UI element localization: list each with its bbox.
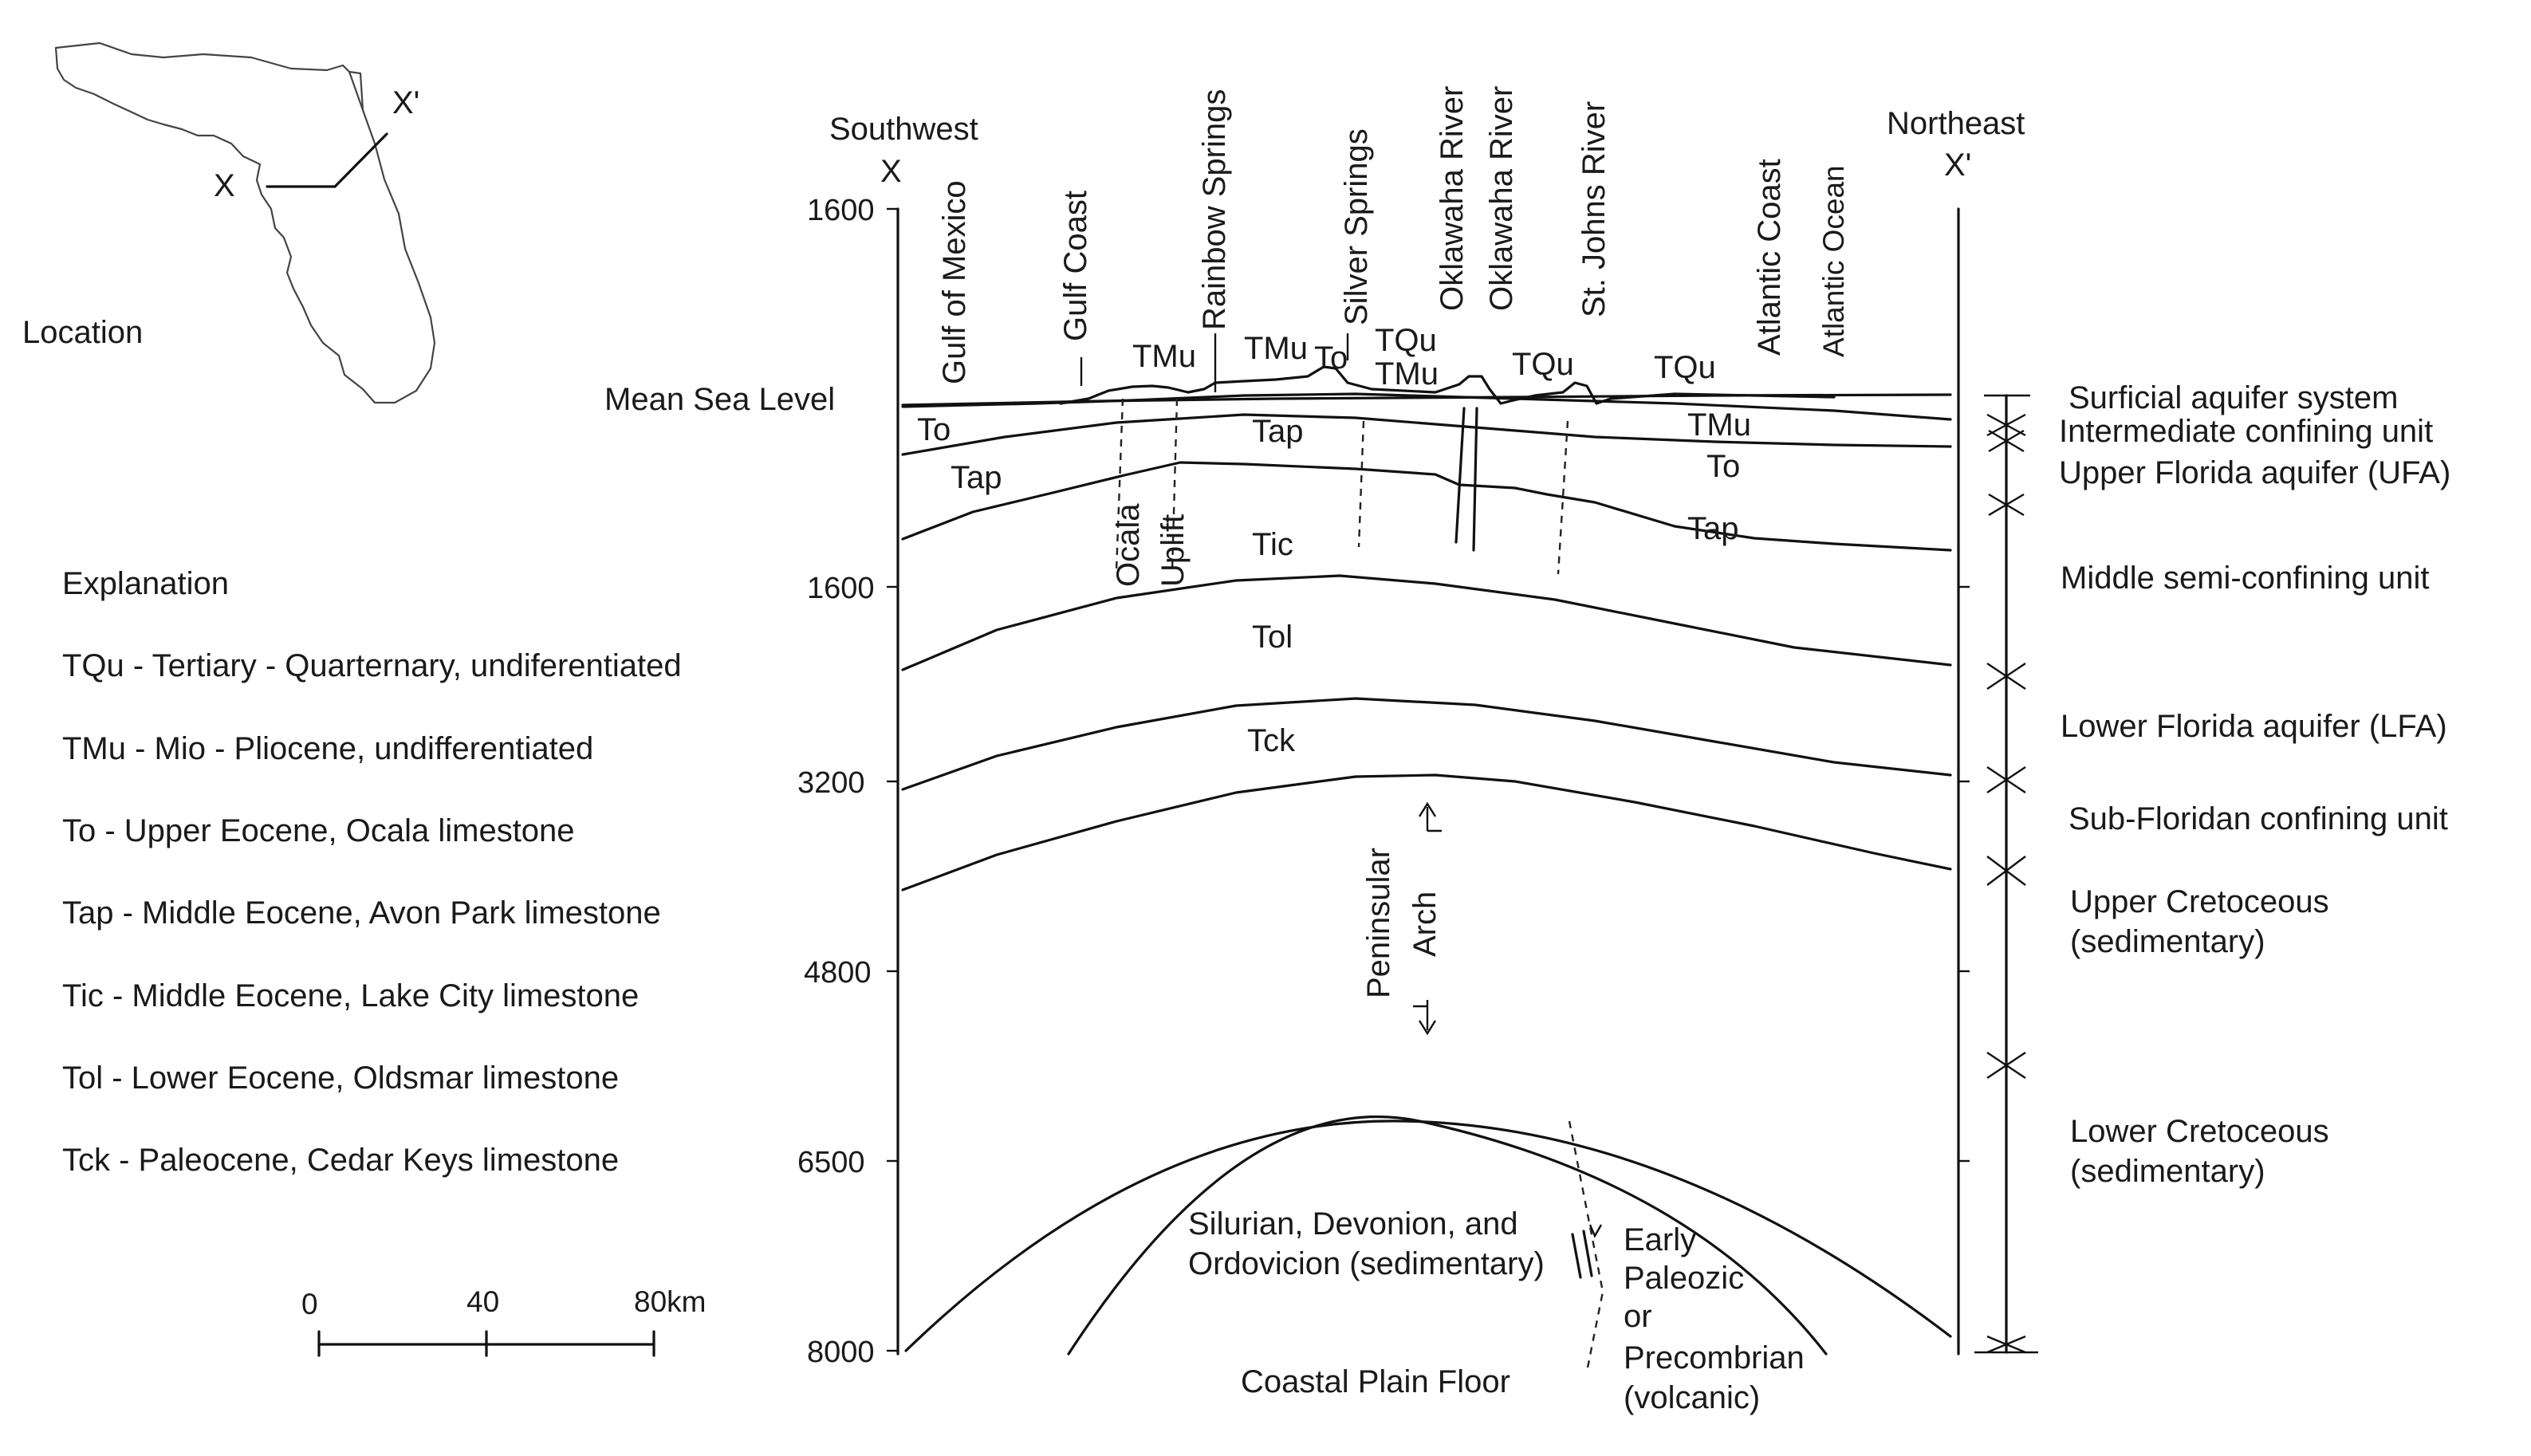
hydro-unit-label: Middle semi-confining unit (2061, 561, 2429, 596)
explanation-item: To - Upper Eocene, Ocala limestone (62, 813, 575, 848)
coastal-plain-floor-label: Coastal Plain Floor (1241, 1364, 1510, 1399)
contact-to-tap (901, 413, 1952, 456)
feature-label: Gulf Coast (1058, 191, 1093, 341)
location-inset: X X' Location (22, 41, 436, 404)
hydro-unit-label: Lower Florida aquifer (LFA) (2061, 709, 2447, 744)
unit-label: To (1314, 340, 1348, 376)
hydro-unit-label: Lower Cretoceous (2070, 1114, 2329, 1149)
direction-southwest: Southwest (829, 112, 978, 147)
explanation-item: TQu - Tertiary - Quarternary, undiferent… (62, 648, 682, 683)
early-paleozoic-label: Precombrian (1624, 1340, 1805, 1375)
hydro-unit-label: Intermediate confining unit (2059, 414, 2433, 449)
depth-tick-label: 1600 (807, 572, 875, 605)
unit-boundary-marks (1974, 394, 2038, 1354)
hydro-unit-label: (sedimentary) (2070, 1154, 2265, 1189)
cross-section: 1600 1600 3200 4800 6500 8000 (604, 86, 2450, 1415)
basement-arc-outer (904, 1120, 1952, 1352)
scale-tick-label: 80km (634, 1285, 706, 1318)
florida-outline (54, 41, 436, 404)
hydro-unit-label: Upper Florida aquifer (UFA) (2059, 455, 2450, 490)
contact-tic-tol (901, 574, 1952, 671)
explanation-title: Explanation (62, 566, 229, 601)
silurian-label: Silurian, Devonion, and (1188, 1206, 1518, 1242)
depth-tick-label: 4800 (804, 956, 872, 990)
unit-label: Tap (1687, 511, 1739, 546)
contact-tol-tck (901, 697, 1952, 791)
scale-tick-label: 0 (301, 1288, 318, 1320)
unit-label: TQu (1512, 347, 1574, 382)
end-label-x: X (880, 154, 902, 189)
feature-label: Silver Springs (1339, 128, 1374, 325)
depth-tick-label: 8000 (807, 1336, 875, 1369)
explanation-item: Tap - Middle Eocene, Avon Park limestone (62, 895, 661, 931)
unit-label: Tck (1247, 723, 1296, 758)
ground-surface (1059, 365, 1836, 405)
section-line-xprime (333, 132, 388, 188)
basement-arc-inner (1067, 1115, 1828, 1356)
feature-label: Atlantic Coast (1752, 159, 1787, 356)
feature-label: Oklawaha River (1484, 86, 1519, 311)
feature-label: Rainbow Springs (1197, 89, 1232, 330)
feature-label: Oklawaha River (1435, 86, 1470, 311)
ocala-uplift-label: Uplift (1155, 514, 1191, 587)
surface-feature-labels: Gulf of Mexico Gulf Coast Rainbow Spring… (937, 86, 1850, 384)
hydro-unit-label: Upper Cretoceous (2070, 884, 2329, 919)
scale-tick-label: 40 (466, 1285, 499, 1318)
contact-tck-base (901, 773, 1952, 891)
explanation-item: Tck - Paleocene, Cedar Keys limestone (62, 1143, 619, 1178)
ocala-uplift-label: Ocala (1111, 503, 1146, 587)
depth-tick-label: 3200 (797, 766, 865, 800)
early-paleozoic-label: Paleozic (1624, 1261, 1744, 1296)
direction-northeast: Northeast (1887, 106, 2025, 141)
inset-xprime-label: X' (392, 85, 419, 120)
peninsular-arch-label: Peninsular (1361, 848, 1396, 998)
early-paleozoic-label: (volcanic) (1624, 1380, 1760, 1415)
explanation-item: Tic - Middle Eocene, Lake City limestone (62, 978, 639, 1013)
unit-label: TMu (1375, 356, 1439, 392)
feature-label: St. Johns River (1576, 101, 1612, 317)
silurian-label: Ordovicion (sedimentary) (1188, 1246, 1545, 1281)
explanation-item: Tol - Lower Eocene, Oldsmar limestone (62, 1061, 619, 1096)
depth-tick-label: 1600 (807, 194, 875, 227)
scale-bar: 0 40 80km (301, 1285, 706, 1357)
depth-tick-label: 6500 (797, 1146, 865, 1179)
unit-label: Tap (1252, 414, 1304, 449)
unit-label: TQu (1654, 350, 1716, 385)
hydro-unit-label: (sedimentary) (2070, 924, 2265, 959)
unit-label: TMu (1687, 407, 1751, 443)
contact-tap-tic (901, 461, 1952, 552)
early-paleozoic-label: or (1624, 1299, 1652, 1334)
right-hydro-axis (1957, 207, 2038, 1356)
hydro-unit-label: Sub-Floridan confining unit (2068, 801, 2448, 836)
unit-label: TQu (1375, 323, 1437, 358)
unit-labels: To Tap TMu TMu To TQu TMu TQu TQu Tap TM… (917, 323, 1751, 758)
structure-labels: Ocala Uplift Peninsular Arch Coastal Pla… (1111, 503, 1805, 1415)
feature-label: Gulf of Mexico (937, 180, 972, 384)
explanation-legend: Explanation TQu - Tertiary - Quarternary… (62, 566, 682, 1178)
unit-label: To (917, 412, 951, 447)
left-depth-axis: 1600 1600 3200 4800 6500 8000 (797, 194, 899, 1369)
unit-label: Tol (1252, 620, 1293, 655)
hydro-unit-label: Surficial aquifer system (2068, 380, 2398, 415)
inset-x-label: X (214, 168, 235, 203)
hydro-unit-labels: Surficial aquifer system Intermediate co… (2059, 380, 2450, 1189)
unit-label: TMu (1132, 339, 1196, 374)
unit-label: To (1706, 449, 1740, 484)
peninsular-arch-label: Arch (1407, 891, 1443, 957)
mean-sea-level-label: Mean Sea Level (604, 382, 835, 417)
explanation-item: TMu - Mio - Pliocene, undifferentiated (62, 731, 593, 766)
unit-label: Tic (1252, 527, 1293, 562)
location-label: Location (22, 315, 143, 350)
peninsular-arch-arrows (1413, 801, 1442, 1036)
end-label-xprime: X' (1944, 148, 1971, 183)
feature-label: Atlantic Ocean (1817, 165, 1850, 357)
unit-label: TMu (1244, 331, 1308, 366)
unit-label: Tap (951, 460, 1002, 495)
early-paleozoic-label: Early (1624, 1222, 1696, 1257)
